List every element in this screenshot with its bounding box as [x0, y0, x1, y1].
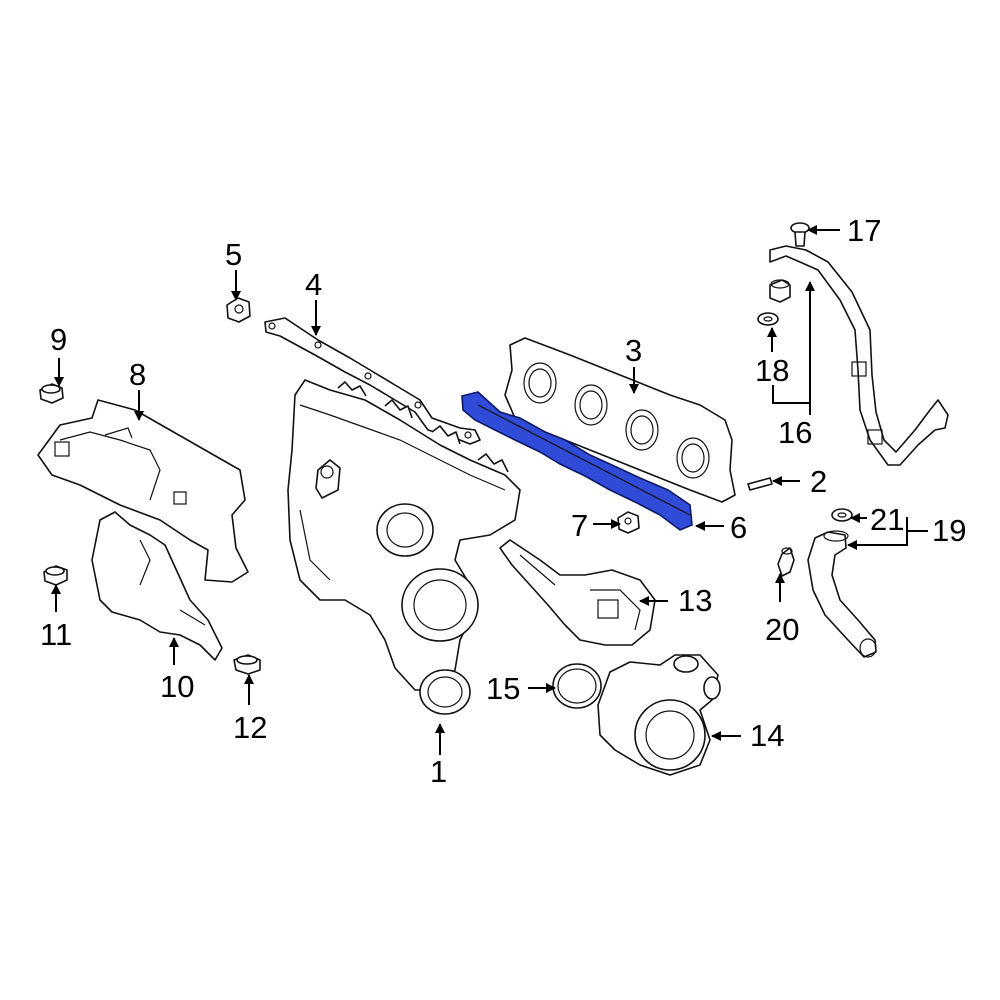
o-ring-15[interactable]: [552, 663, 602, 709]
washer-21[interactable]: [831, 508, 853, 522]
gasket-4[interactable]: [264, 317, 481, 445]
callout-14: 14: [750, 718, 784, 753]
callout-10: 10: [160, 669, 194, 704]
valve-housing-14[interactable]: [597, 654, 721, 776]
callout-17: 17: [847, 213, 881, 248]
callout-2: 2: [810, 464, 827, 499]
callout-8: 8: [129, 357, 146, 392]
callout-1: 1: [430, 754, 447, 789]
callout-6: 6: [730, 510, 747, 545]
callout-16: 16: [778, 415, 812, 450]
bolt-12[interactable]: [233, 654, 261, 675]
callout-11: 11: [40, 617, 72, 652]
heat-shield-lower[interactable]: [91, 511, 223, 661]
nut-5[interactable]: [226, 297, 251, 323]
callout-9: 9: [50, 322, 67, 357]
nut-7[interactable]: [617, 511, 640, 534]
callout-3: 3: [625, 333, 642, 368]
callout-18: 18: [755, 353, 789, 388]
callout-7: 7: [571, 508, 588, 543]
gasket-6-highlighted[interactable]: [461, 391, 693, 531]
fitting-20[interactable]: [777, 547, 795, 577]
callout-20: 20: [765, 612, 799, 647]
bolt-11[interactable]: [43, 565, 68, 586]
stud-2[interactable]: [747, 477, 773, 491]
callout-19: 19: [932, 513, 966, 548]
leader-19: [847, 517, 908, 550]
pipe-16[interactable]: [769, 245, 949, 466]
callout-5: 5: [225, 237, 242, 272]
heat-shield-upper[interactable]: [37, 399, 249, 583]
callout-labels: 1 2 3 4 5 6 7 8 9 10 11 12 13 14 15 16 1…: [40, 213, 966, 789]
callout-15: 15: [486, 671, 520, 706]
turbocharger-1[interactable]: [287, 379, 521, 715]
bolt-17[interactable]: [790, 222, 810, 247]
actuator-13[interactable]: [499, 539, 656, 646]
callout-21: 21: [870, 502, 904, 537]
callout-13: 13: [678, 583, 712, 618]
callout-12: 12: [233, 710, 267, 745]
leader-16: [772, 281, 815, 404]
washer-18[interactable]: [757, 312, 779, 326]
coolant-hose-19[interactable]: [807, 530, 877, 658]
callout-4: 4: [305, 267, 322, 302]
bolt-9[interactable]: [39, 383, 64, 404]
leader-lines: [51, 225, 928, 755]
